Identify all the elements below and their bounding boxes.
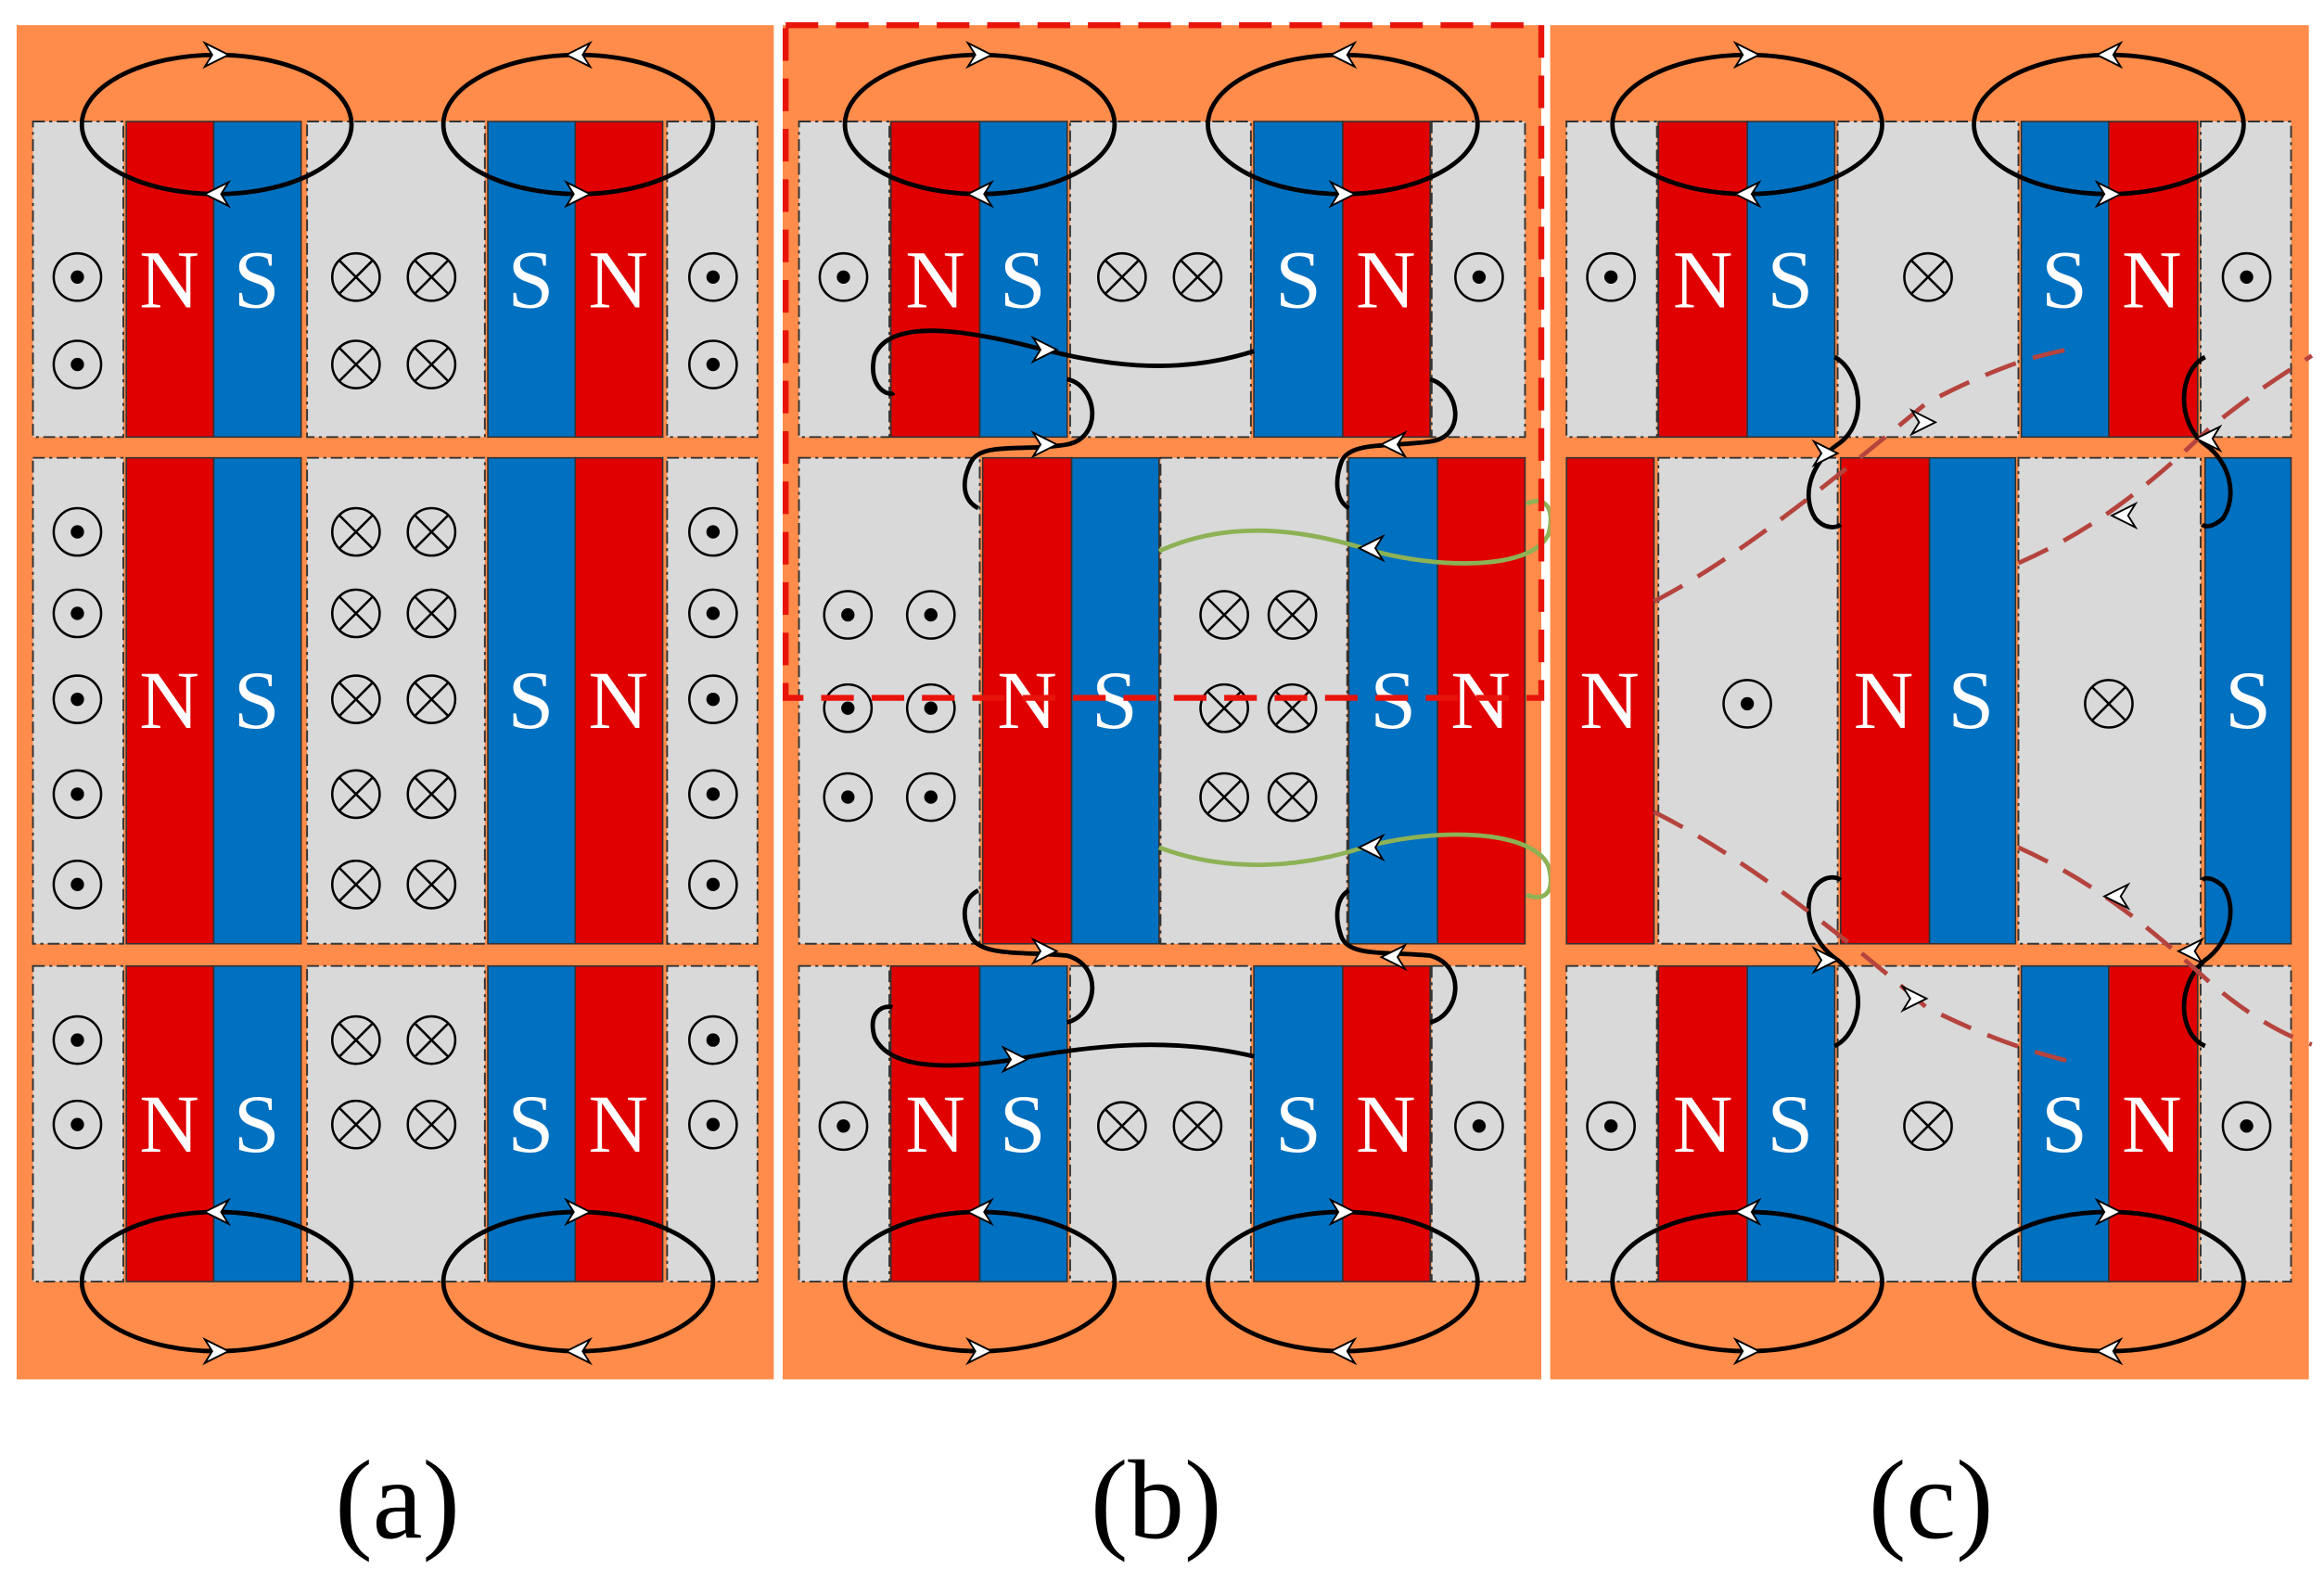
pole-label-n: N	[905, 1078, 965, 1170]
panel-a-magnets	[125, 121, 664, 1282]
pole-label-n: N	[588, 655, 648, 746]
pole-label-n: N	[1356, 234, 1416, 325]
panel-a-pole-labels: N S S N N S S N N S S N	[139, 234, 648, 1170]
pole-label-n: N	[1579, 655, 1640, 746]
pole-label-n: N	[139, 1078, 199, 1170]
pole-label-s: S	[1275, 1078, 1322, 1170]
caption-c: (c)	[1869, 1438, 1994, 1563]
pole-label-s: S	[1768, 234, 1814, 325]
panel-c-cells	[1565, 121, 2292, 1282]
panel-b: N S S N N S S N N S S N	[782, 21, 1553, 1380]
pole-label-n: N	[1673, 234, 1733, 325]
panel-b-cells	[798, 121, 1526, 1282]
panel-c-pole-labels: N S S N N N S S N S S N	[1579, 234, 2271, 1170]
highlight-box	[782, 21, 1545, 701]
pole-label-s: S	[1275, 234, 1322, 325]
pole-label-n: N	[2122, 1078, 2182, 1170]
pole-label-s: S	[234, 1078, 280, 1170]
pole-label-s: S	[2041, 234, 2088, 325]
pole-label-s: S	[2041, 1078, 2088, 1170]
pole-label-n: N	[588, 1078, 648, 1170]
pole-label-s: S	[1947, 655, 1994, 746]
pole-label-n: N	[139, 234, 199, 325]
pole-label-s: S	[2225, 655, 2271, 746]
pole-label-n: N	[905, 234, 965, 325]
caption-b: (b)	[1091, 1438, 1222, 1563]
pole-label-n: N	[139, 655, 199, 746]
caption-a: (a)	[335, 1438, 460, 1563]
panel-a: N S S N N S S N N S S N	[16, 25, 774, 1380]
pole-label-s: S	[1768, 1078, 1814, 1170]
pole-label-s: S	[507, 234, 554, 325]
pole-label-s: S	[1000, 234, 1046, 325]
pole-label-s: S	[1000, 1078, 1046, 1170]
pole-label-s: S	[234, 234, 280, 325]
panel-a-cells	[32, 121, 759, 1282]
pole-label-n: N	[1673, 1078, 1733, 1170]
pole-label-n: N	[1356, 1078, 1416, 1170]
pole-label-s: S	[507, 1078, 554, 1170]
pole-label-n: N	[2122, 234, 2182, 325]
panel-c: N S S N N N S S N S S N	[1550, 25, 2314, 1380]
pole-label-n: N	[1854, 655, 1914, 746]
pole-label-s: S	[234, 655, 280, 746]
panel-b-magnets	[889, 121, 1526, 1282]
panel-b-pole-labels: N S S N N S S N N S S N	[905, 234, 1511, 1170]
pole-label-n: N	[588, 234, 648, 325]
panel-c-magnets	[1565, 121, 2292, 1282]
pole-label-s: S	[507, 655, 554, 746]
